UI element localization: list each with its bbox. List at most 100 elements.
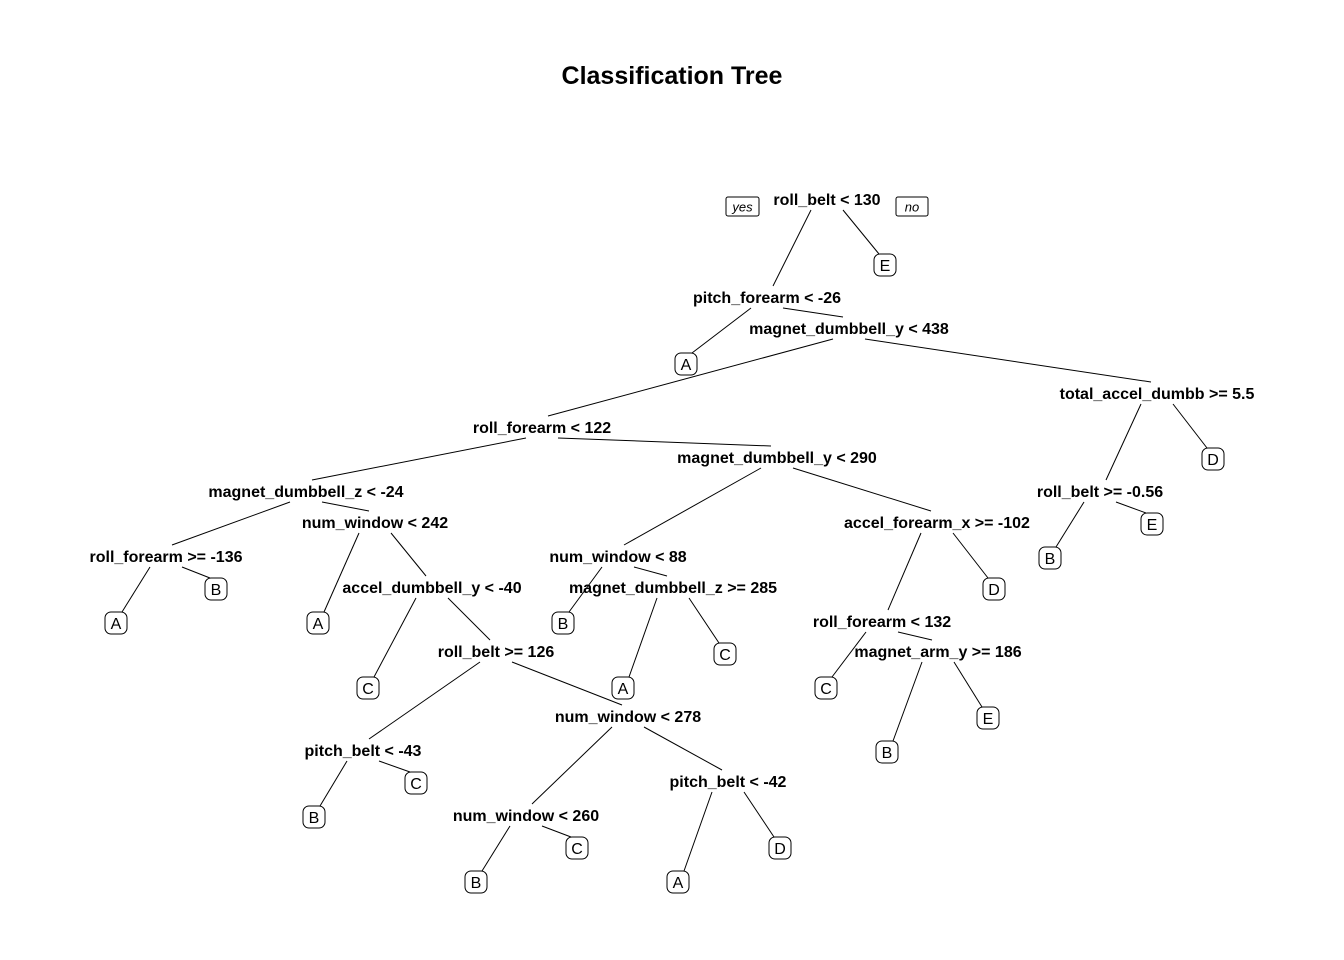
leaf-class-label: A (673, 875, 684, 892)
leaf-node-l19: D (768, 836, 792, 860)
leaf-node-l6: B (204, 577, 228, 601)
leaf-box (306, 611, 330, 635)
tree-edge (390, 532, 427, 577)
tree-edge (628, 597, 658, 678)
leaf-node-l18: B (464, 870, 488, 894)
leaf-node-l16: B (302, 805, 326, 829)
tree-edge (691, 307, 752, 354)
split-node-s9: roll_forearm >= -136 (90, 549, 243, 566)
leaf-class-label: A (111, 616, 122, 633)
tree-edge (531, 726, 613, 805)
leaf-class-label: A (313, 616, 324, 633)
leaf-box (464, 870, 488, 894)
leaf-class-label: A (618, 681, 629, 698)
split-node-s14: magnet_dumbbell_z >= 285 (569, 580, 777, 597)
leaf-box (713, 642, 737, 666)
chart-title: Classification Tree (561, 62, 783, 90)
leaf-node-l17: C (404, 771, 428, 795)
tree-edge (568, 566, 603, 613)
leaf-node-l2: A (674, 352, 698, 376)
leaf-class-label: C (571, 841, 583, 858)
leaf-class-label: D (774, 841, 786, 858)
tree-edge (368, 661, 481, 740)
yes-tag: yes (731, 200, 753, 215)
tree-edge (887, 532, 922, 611)
tree-edge (557, 437, 772, 447)
leaf-box (674, 352, 698, 376)
tree-nodes: roll_belt < 130 pitch_forearm < -26 magnet… (90, 192, 1255, 894)
tree-edges (121, 209, 1208, 872)
tree-edge (181, 566, 211, 579)
tree-edge (953, 661, 983, 708)
leaf-box (1038, 546, 1062, 570)
leaf-node-l10: D (982, 577, 1006, 601)
tree-edge (323, 532, 360, 613)
split-node-s2: pitch_forearm < -26 (693, 290, 841, 307)
split-node-s17: magnet_arm_y >= 186 (854, 644, 1021, 661)
leaf-box (1140, 512, 1164, 536)
tree-edge (792, 467, 932, 512)
split-node-s20: pitch_belt < -42 (670, 774, 787, 791)
leaf-class-label: B (471, 875, 482, 892)
tree-edge (511, 661, 623, 706)
split-node-s1: roll_belt < 130 (773, 192, 880, 209)
leaf-box (666, 870, 690, 894)
split-node-s4: roll_forearm < 122 (473, 420, 611, 437)
tree-edge (683, 791, 713, 872)
tree-edge (831, 631, 867, 678)
leaf-box (873, 253, 897, 277)
tree-edge (772, 209, 812, 287)
leaf-box (814, 676, 838, 700)
tree-edge (842, 209, 880, 255)
tree-edge (378, 760, 411, 773)
split-node-s16: roll_belt >= 126 (438, 644, 555, 661)
leaf-box (976, 706, 1000, 730)
tree-edge (1105, 403, 1142, 481)
split-node-s12: accel_forearm_x >= -102 (844, 515, 1030, 532)
leaf-box (356, 676, 380, 700)
tree-edge (743, 791, 775, 838)
leaf-box (302, 805, 326, 829)
tree-edge (121, 566, 151, 613)
tree-edge (1055, 501, 1085, 548)
leaf-node-l8: A (306, 611, 330, 635)
leaf-class-label: B (882, 745, 893, 762)
tree-edge (1115, 501, 1147, 514)
tree-edge (1172, 403, 1208, 449)
tree-edge (321, 501, 370, 512)
leaf-box (551, 611, 575, 635)
leaf-class-label: E (1147, 517, 1158, 534)
tree-edge (643, 726, 723, 771)
leaf-box (982, 577, 1006, 601)
split-node-s5: total_accel_dumbb >= 5.5 (1060, 386, 1255, 403)
split-node-s19: pitch_belt < -43 (305, 743, 422, 760)
tree-edge (373, 597, 417, 678)
tree-edge (897, 631, 933, 641)
leaf-box (404, 771, 428, 795)
tree-edge (171, 501, 291, 546)
leaf-class-label: A (681, 357, 692, 374)
leaf-box (611, 676, 635, 700)
leaf-class-label: B (309, 810, 320, 827)
split-node-s7: magnet_dumbbell_y < 290 (677, 450, 877, 467)
tree-edge (319, 760, 348, 807)
leaf-box (875, 740, 899, 764)
tree-edge (447, 597, 491, 641)
leaf-node-l9: B (551, 611, 575, 635)
no-tag: no (905, 200, 919, 215)
tree-edge (633, 566, 668, 577)
split-node-s13: accel_dumbbell_y < -40 (342, 580, 521, 597)
leaf-node-l15: E (976, 706, 1000, 730)
leaf-class-label: C (820, 681, 832, 698)
split-node-s21: num_window < 260 (453, 808, 599, 825)
leaf-box (1201, 447, 1225, 471)
split-node-s18: num_window < 278 (555, 709, 701, 726)
leaf-class-label: B (1045, 551, 1056, 568)
root-branch-tags: yes no (725, 196, 929, 217)
tree-edge (952, 532, 989, 579)
leaf-class-label: E (880, 258, 891, 275)
tree-edge (547, 338, 834, 417)
split-node-s6: magnet_dumbbell_z < -24 (208, 484, 403, 501)
split-node-s11: num_window < 88 (549, 549, 686, 566)
